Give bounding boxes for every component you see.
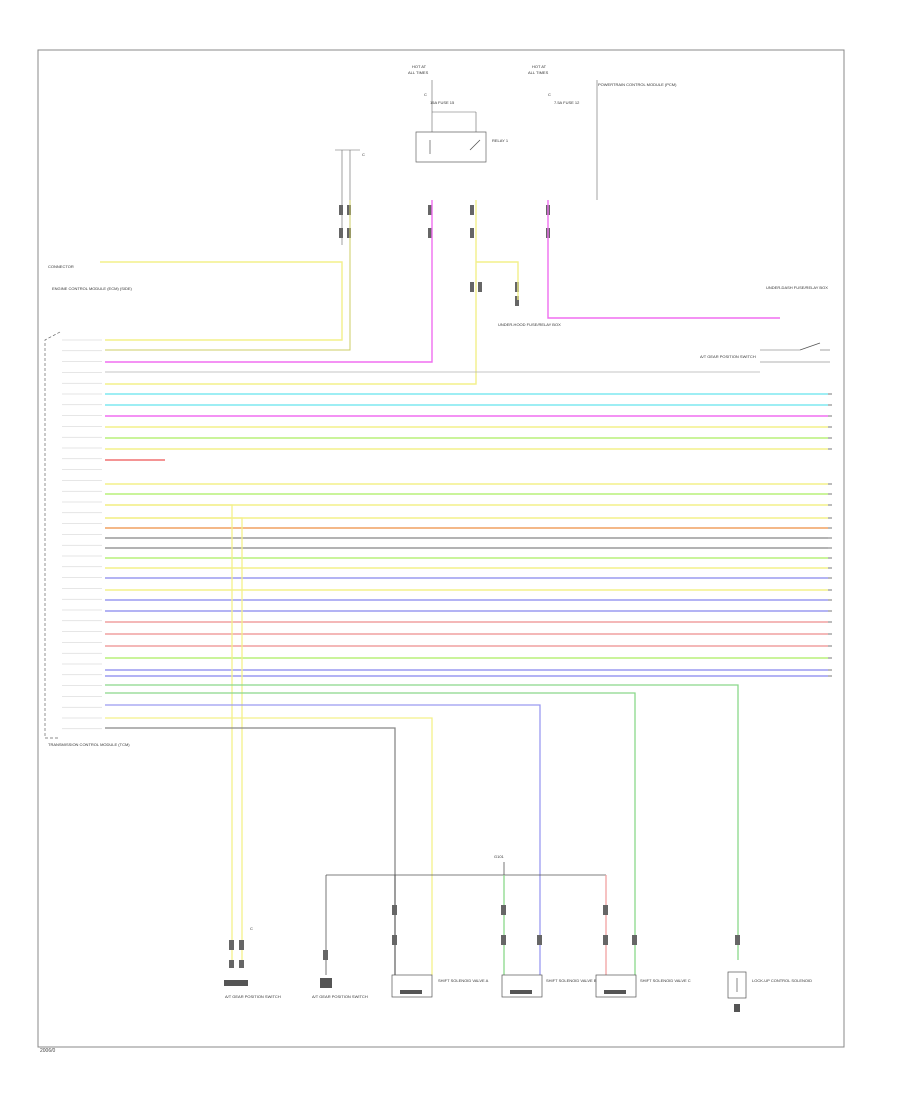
- right-switch-label: A/T GEAR POSITION SWITCH: [700, 354, 756, 359]
- harness-wires: [105, 393, 832, 677]
- bottom-component-2: A/T GEAR POSITION SWITCH: [312, 978, 368, 999]
- page-code: 2006/0: [40, 1048, 56, 1054]
- svg-text:G101: G101: [494, 854, 505, 859]
- svg-text:LOCK-UP CONTROL SOLENOID: LOCK-UP CONTROL SOLENOID: [752, 978, 812, 983]
- svg-text:15A FUSE 15: 15A FUSE 15: [430, 100, 455, 105]
- svg-text:7.5A FUSE 12: 7.5A FUSE 12: [554, 100, 580, 105]
- svg-text:HOT AT: HOT AT: [412, 64, 427, 69]
- svg-text:ALL TIMES: ALL TIMES: [408, 70, 429, 75]
- upper-right-label: POWERTRAIN CONTROL MODULE (PCM): [598, 82, 677, 87]
- left-connector-label: CONNECTOR: [48, 264, 74, 269]
- bottom-component-4: SHIFT SOLENOID VALVE B: [501, 974, 597, 998]
- bottom-component-5: SHIFT SOLENOID VALVE C: [595, 974, 691, 998]
- relay: RELAY 1: [415, 80, 509, 163]
- svg-text:C: C: [548, 92, 551, 97]
- svg-text:A/T GEAR POSITION SWITCH: A/T GEAR POSITION SWITCH: [312, 994, 368, 999]
- feed-wires: [100, 200, 780, 385]
- svg-text:A/T GEAR POSITION SWITCH: A/T GEAR POSITION SWITCH: [225, 994, 281, 999]
- bottom-pins: [229, 905, 740, 968]
- ecm-side-label: ENGINE CONTROL MODULE (ECM) (SIDE): [52, 286, 133, 291]
- tcm-pin-labels: [62, 339, 102, 730]
- svg-text:C: C: [362, 152, 365, 157]
- svg-text:SHIFT SOLENOID VALVE B: SHIFT SOLENOID VALVE B: [546, 978, 597, 983]
- svg-text:C: C: [250, 926, 253, 931]
- bottom-component-3: SHIFT SOLENOID VALVE A: [391, 974, 489, 998]
- drop-wires: [105, 504, 739, 975]
- fuse-box-label: UNDER-HOOD FUSE/RELAY BOX: [498, 322, 561, 327]
- top-fuse-2: HOT AT ALL TIMES C 7.5A FUSE 12: [528, 64, 580, 105]
- svg-text:SHIFT SOLENOID VALVE A: SHIFT SOLENOID VALVE A: [438, 978, 489, 983]
- svg-text:RELAY 1: RELAY 1: [492, 138, 509, 143]
- bottom-component-6: LOCK-UP CONTROL SOLENOID: [727, 971, 812, 1012]
- ground-bus: G101: [325, 854, 607, 975]
- svg-text:ALL TIMES: ALL TIMES: [528, 70, 549, 75]
- svg-text:SHIFT SOLENOID VALVE C: SHIFT SOLENOID VALVE C: [640, 978, 691, 983]
- svg-text:TRANSMISSION CONTROL MODULE (T: TRANSMISSION CONTROL MODULE (TCM): [48, 742, 130, 747]
- tcm-block: TRANSMISSION CONTROL MODULE (TCM): [44, 331, 130, 747]
- svg-text:HOT AT: HOT AT: [532, 64, 547, 69]
- svg-text:C: C: [424, 92, 427, 97]
- top-fuse-1: HOT AT ALL TIMES C 15A FUSE 15: [408, 64, 455, 105]
- diagram-frame: [37, 49, 845, 1048]
- bottom-component-1: A/T GEAR POSITION SWITCH C: [224, 926, 281, 999]
- right-side-switch: [760, 342, 830, 363]
- right-upper-conn-label: UNDER-DASH FUSE/RELAY BOX: [766, 285, 828, 290]
